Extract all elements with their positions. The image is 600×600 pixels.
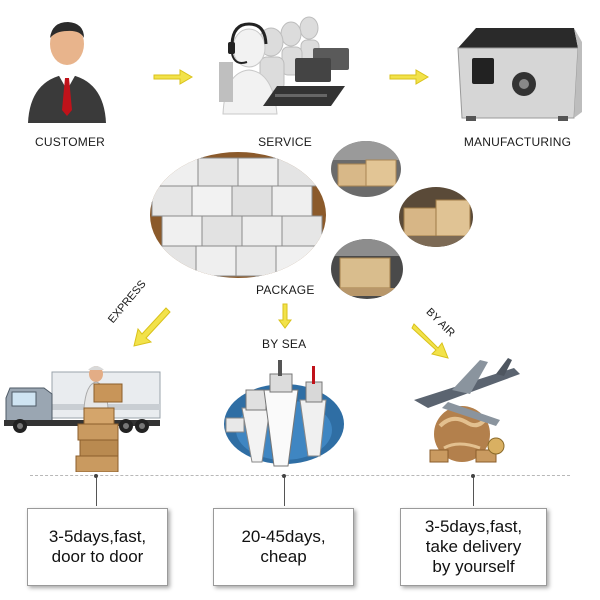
connector-dot — [282, 474, 286, 478]
connector-dot — [471, 474, 475, 478]
manufacturing-icon — [457, 28, 582, 121]
arrow-down-icon — [278, 303, 292, 329]
air-info-box: 3-5days,fast, take delivery by yourself — [400, 508, 547, 586]
express-info-box: 3-5days,fast, door to door — [27, 508, 168, 586]
express-info-text: 3-5days,fast, door to door — [48, 527, 147, 566]
package-boxes-image — [150, 152, 326, 278]
connector-line — [284, 476, 285, 506]
ships-image — [224, 360, 344, 467]
sea-label: BY SEA — [262, 337, 307, 351]
service-label: SERVICE — [258, 135, 312, 149]
package-label: PACKAGE — [256, 283, 315, 297]
truck-courier-image — [4, 366, 161, 472]
manufacturing-label: MANUFACTURING — [463, 135, 572, 149]
sea-info-box: 20-45days, cheap — [213, 508, 354, 586]
crate-image — [331, 239, 403, 299]
service-icon — [219, 16, 349, 115]
plane-globe-image — [414, 358, 520, 463]
air-info-text: 3-5days,fast, take delivery by yourself — [424, 517, 523, 576]
arrow-right-icon — [389, 69, 429, 85]
customer-label: CUSTOMER — [34, 135, 106, 149]
customer-icon — [28, 22, 106, 123]
connector-line — [473, 476, 474, 506]
arrow-right-icon — [153, 69, 193, 85]
crate-image — [399, 187, 473, 247]
connector-line — [96, 476, 97, 506]
timeline-divider — [30, 475, 570, 476]
sea-info-text: 20-45days, cheap — [241, 527, 326, 566]
connector-dot — [94, 474, 98, 478]
crate-image — [331, 141, 401, 197]
arrow-down-left-icon — [133, 307, 171, 347]
arrow-down-right-icon — [411, 323, 449, 359]
